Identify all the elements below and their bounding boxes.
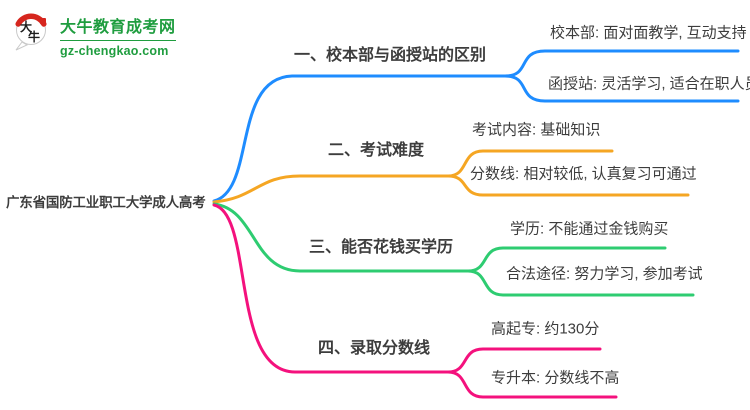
- branch-3-child-2-label: 合法途径: 努力学习, 参加考试: [506, 265, 703, 283]
- logo-char-top: 大: [20, 19, 32, 34]
- branch-2-label: 二、考试难度: [327, 141, 425, 159]
- branch-2-child-2-line: [446, 174, 690, 197]
- branch-4-label: 四、录取分数线: [317, 339, 431, 357]
- root-node: 广东省国防工业职工大学成人高考: [6, 195, 206, 211]
- branch-1-child-1-line: [503, 49, 740, 78]
- branch-1-child-1-label: 校本部: 面对面教学, 互动支持: [550, 24, 747, 42]
- branch-4-child-1-line: [446, 347, 602, 374]
- branch-3-child-1-label: 学历: 不能通过金钱购买: [510, 220, 669, 238]
- branch-4-line: [212, 203, 450, 374]
- branch-3-child-1-line: [466, 246, 667, 273]
- site-name: 大牛教育成考网: [60, 13, 176, 41]
- branch-2-child-2-label: 分数线: 相对较低, 认真复习可通过: [470, 165, 697, 183]
- branch-4-child-2-line: [446, 370, 618, 399]
- branch-1-child-2-line: [503, 74, 740, 103]
- branch-1-line: [212, 74, 507, 203]
- branch-2-line: [212, 174, 450, 204]
- branch-4-child-2-label: 专升本: 分数线不高: [491, 369, 620, 387]
- branch-3-child-2-line: [466, 269, 695, 297]
- daniu-logo-icon: 大 牛: [15, 13, 47, 51]
- logo-char-bottom: 牛: [28, 29, 40, 44]
- branch-3-line: [212, 202, 470, 273]
- site-logo[interactable]: 大 牛 大牛教育成考网 gz-chengkao.com: [12, 11, 176, 58]
- branch-3-label: 三、能否花钱买学历: [308, 238, 454, 256]
- branch-4-child-1-label: 高起专: 约130分: [491, 320, 600, 338]
- site-domain: gz-chengkao.com: [60, 44, 169, 58]
- branch-1-label: 一、校本部与函授站的区别: [293, 46, 487, 64]
- branch-2-child-1-label: 考试内容: 基础知识: [472, 121, 601, 139]
- branch-1-child-2-label: 函授站: 灵活学习, 适合在职人员: [548, 75, 750, 93]
